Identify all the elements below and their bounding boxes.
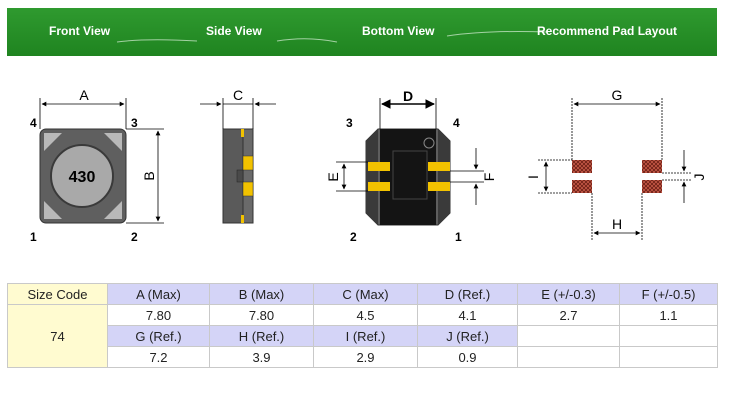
header-cell-e: E (+/-0.3) (517, 283, 620, 305)
table-row: 7.2 3.9 2.9 0.9 (8, 346, 718, 368)
bottom-core (380, 129, 436, 225)
pad (572, 160, 592, 173)
tab-front-view: Front View (49, 24, 111, 38)
pin-label-1: 1 (30, 230, 37, 244)
corner-shape (104, 133, 122, 151)
pin-label-2: 2 (350, 230, 357, 244)
pad (572, 180, 592, 193)
value-cell-a: 7.80 (107, 304, 210, 326)
header-cell-i: I (Ref.) (313, 325, 418, 347)
size-code-header: Size Code (7, 283, 108, 305)
value-cell-i: 2.9 (313, 346, 418, 368)
value-cell-g: 7.2 (107, 346, 210, 368)
corner-shape (44, 201, 62, 219)
dimension-drawings: 430 A B 4 3 1 2 C (30, 87, 707, 244)
table-row: 74 7.80 7.80 4.5 4.1 2.7 1.1 (7, 304, 718, 368)
terminal (242, 155, 254, 171)
table-row: Size Code A (Max) B (Max) C (Max) D (Ref… (7, 283, 718, 305)
table-row: G (Ref.) H (Ref.) I (Ref.) J (Ref.) (8, 325, 718, 347)
header-cell-a: A (Max) (107, 283, 210, 305)
banner-decoration (116, 31, 548, 43)
corner-shape (104, 201, 122, 219)
pad (642, 160, 662, 173)
header-cell-g: G (Ref.) (107, 325, 210, 347)
tab-bottom-view: Bottom View (362, 24, 435, 38)
side-base (242, 128, 254, 224)
bottom-view: D E F 3 4 2 1 (325, 88, 497, 244)
header-cell-d: D (Ref.) (417, 283, 518, 305)
size-code-value: 74 (7, 304, 108, 368)
pin-label-4: 4 (30, 116, 37, 130)
pin-label-1: 1 (455, 230, 462, 244)
dim-label-g: G (612, 87, 623, 103)
header-cell-h: H (Ref.) (209, 325, 314, 347)
view-header-banner: Front View Side View Bottom View Recomme… (7, 8, 717, 56)
dim-label-h: H (612, 216, 622, 232)
empty-cell (619, 325, 718, 347)
pad-layout: G H I J (525, 87, 707, 240)
dim-label-c: C (233, 87, 243, 103)
tab-recommend-pad-layout: Recommend Pad Layout (537, 24, 678, 38)
side-view: C (200, 87, 276, 224)
bottom-terminal (428, 162, 450, 171)
value-cell-e: 2.7 (517, 304, 620, 326)
value-cell-f: 1.1 (619, 304, 718, 326)
part-marking: 430 (69, 169, 96, 186)
value-cell-h: 3.9 (209, 346, 314, 368)
header-cell-c: C (Max) (313, 283, 418, 305)
terminal (242, 181, 254, 197)
dim-label-f: F (481, 173, 497, 182)
value-cell-j: 0.9 (417, 346, 518, 368)
dim-label-i: I (525, 175, 541, 179)
pad (642, 180, 662, 193)
empty-cell (517, 325, 620, 347)
value-cell-c: 4.5 (313, 304, 418, 326)
value-cell-b: 7.80 (209, 304, 314, 326)
dim-label-d: D (403, 88, 413, 104)
bottom-terminal (368, 182, 390, 191)
terminal (241, 215, 244, 223)
dim-label-b: B (141, 171, 157, 180)
dim-label-e: E (325, 172, 341, 181)
tab-side-view: Side View (206, 24, 262, 38)
empty-cell (517, 346, 620, 368)
pin-label-3: 3 (346, 116, 353, 130)
front-core-circle (50, 144, 114, 208)
pin-label-4: 4 (453, 116, 460, 130)
front-view: 430 A B 4 3 1 2 (30, 87, 164, 244)
bottom-terminal (368, 162, 390, 171)
header-cell-j: J (Ref.) (417, 325, 518, 347)
dim-label-a: A (79, 87, 89, 103)
dim-label-j: J (691, 174, 707, 181)
empty-cell (619, 346, 718, 368)
header-cell-f: F (+/-0.5) (619, 283, 718, 305)
terminal (241, 129, 244, 137)
header-cell-b: B (Max) (209, 283, 314, 305)
pin-label-3: 3 (131, 116, 138, 130)
spec-table: Size Code A (Max) B (Max) C (Max) D (Ref… (7, 283, 718, 368)
value-cell-d: 4.1 (417, 304, 518, 326)
corner-shape (44, 133, 62, 151)
pin-label-2: 2 (131, 230, 138, 244)
bottom-terminal (428, 182, 450, 191)
